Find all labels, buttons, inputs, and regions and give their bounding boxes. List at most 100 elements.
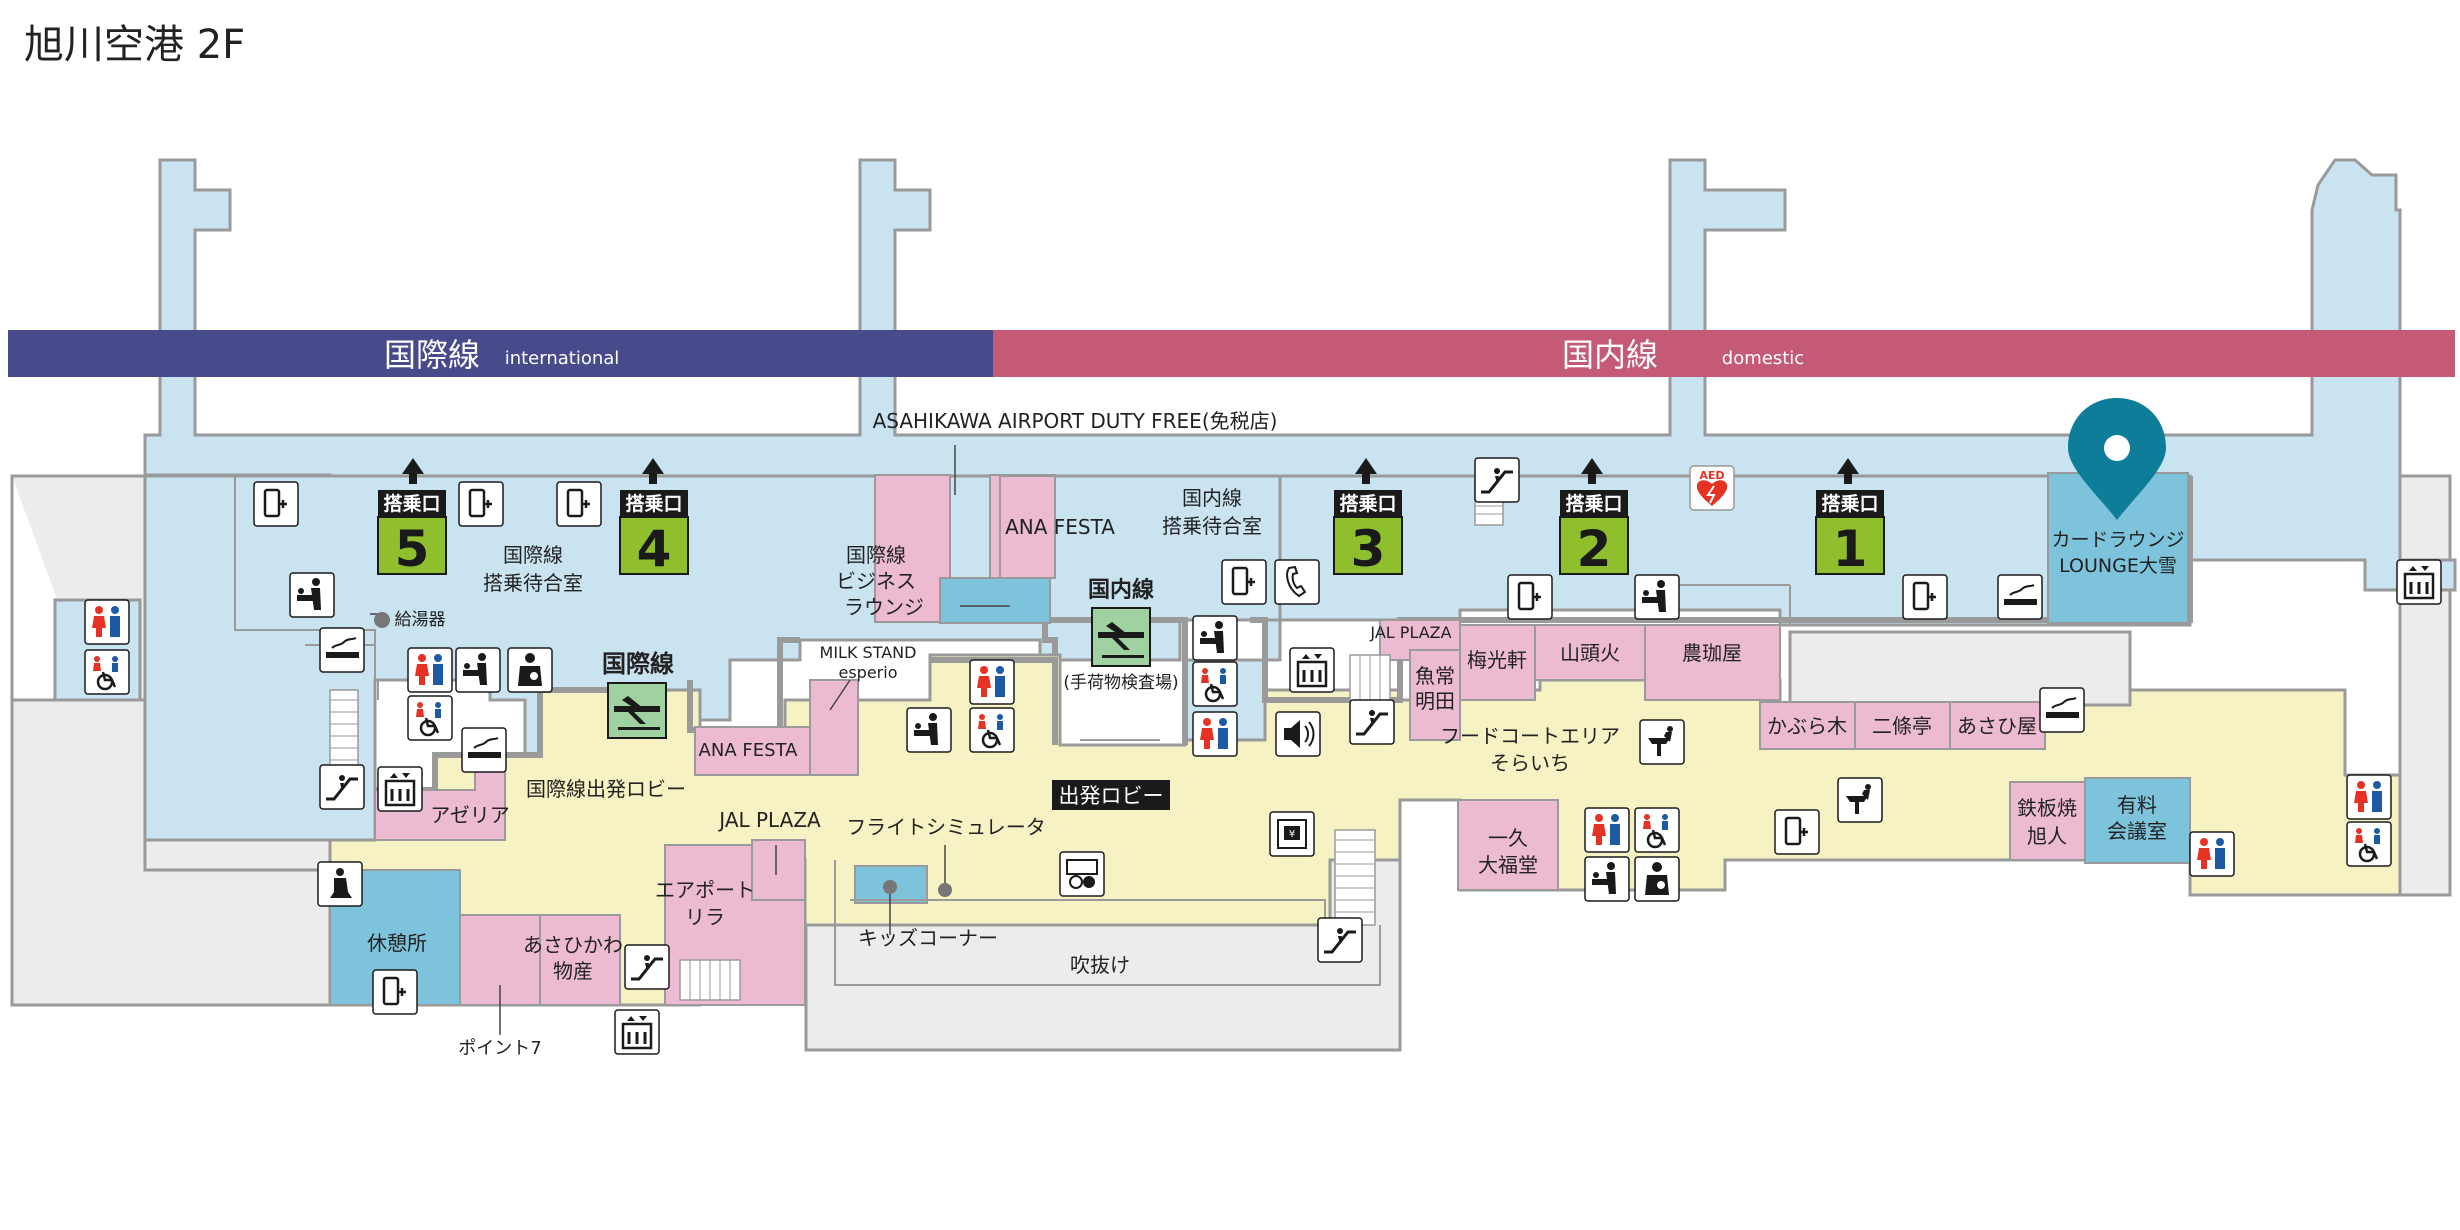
accessible-toilet-icon[interactable] bbox=[407, 695, 453, 741]
international-band: 国際線 international bbox=[8, 330, 993, 377]
label-teppan-1: 鉄板焼 bbox=[2017, 796, 2077, 820]
drinking-fountain-icon[interactable] bbox=[1639, 719, 1685, 765]
label-kaburagi: かぶら木 bbox=[1767, 714, 1847, 738]
label-business-3: ラウンジ bbox=[844, 595, 924, 619]
escalator-icon[interactable] bbox=[319, 764, 365, 810]
toilet-icon[interactable] bbox=[2189, 831, 2235, 877]
toilet-icon[interactable] bbox=[407, 647, 453, 693]
label-business-1: 国際線 bbox=[846, 543, 906, 567]
toilet-icon[interactable] bbox=[2346, 774, 2392, 820]
label-duty-free: ASAHIKAWA AIRPORT DUTY FREE(免税店) bbox=[873, 409, 1278, 433]
accessible-toilet-icon[interactable] bbox=[1192, 661, 1238, 707]
label-asahiya: あさひ屋 bbox=[1957, 714, 2037, 738]
gate-2-number: 2 bbox=[1577, 520, 1612, 578]
label-jal-plaza: JAL PLAZA bbox=[717, 808, 821, 832]
label-meeting-1: 有料 bbox=[2117, 793, 2157, 817]
aed-icon: AED bbox=[1689, 465, 1735, 511]
label-ikkyu-1: 一久 bbox=[1488, 826, 1528, 850]
label-foodcourt-2: そらいち bbox=[1490, 751, 1570, 775]
gate-1-prefix: 搭乗口 bbox=[1821, 492, 1878, 515]
label-uotsune-2: 明田 bbox=[1415, 689, 1455, 713]
label-business-2: ビジネス bbox=[836, 569, 916, 593]
label-point7: ポイント7 bbox=[458, 1038, 541, 1059]
label-kids: キッズコーナー bbox=[858, 926, 998, 950]
accessible-toilet-icon[interactable] bbox=[1634, 807, 1680, 853]
charging-icon[interactable] bbox=[372, 969, 418, 1015]
label-fukinuke: 吹抜け bbox=[1070, 953, 1130, 977]
escalator-icon[interactable] bbox=[1474, 457, 1520, 503]
label-kyukei: 休憩所 bbox=[367, 931, 427, 955]
elevator-icon[interactable] bbox=[614, 1009, 660, 1055]
label-milk-2: esperio bbox=[839, 663, 898, 682]
label-departure: 出発ロビー bbox=[1059, 784, 1164, 808]
gate-3-prefix: 搭乗口 bbox=[1339, 492, 1396, 515]
label-teppan-2: 旭人 bbox=[2027, 824, 2067, 848]
label-card-lounge-1: カードラウンジ bbox=[2051, 529, 2184, 551]
baby-care-icon[interactable] bbox=[906, 707, 952, 753]
toilet-icon[interactable] bbox=[84, 599, 130, 645]
currency-exchange-icon[interactable] bbox=[1059, 851, 1105, 897]
gate-4[interactable]: 搭乗口 4 bbox=[619, 458, 689, 578]
toilet-icon[interactable] bbox=[969, 659, 1015, 705]
smoking-icon[interactable] bbox=[1997, 574, 2043, 620]
charging-icon[interactable] bbox=[458, 481, 504, 527]
accessible-toilet-icon[interactable] bbox=[84, 649, 130, 695]
label-baggage: (手荷物検査場) bbox=[1063, 673, 1178, 693]
label-ana-festa-2: ANA FESTA bbox=[699, 740, 799, 761]
drinking-fountain-icon[interactable] bbox=[1837, 777, 1883, 823]
elevator-icon[interactable] bbox=[1289, 647, 1335, 693]
facility-icons: ¥ bbox=[84, 457, 2442, 1055]
label-dom-check: 国内線 bbox=[1088, 577, 1154, 603]
baby-care-icon[interactable] bbox=[1584, 856, 1630, 902]
elevator-icon[interactable] bbox=[377, 766, 423, 812]
label-ana-festa: ANA FESTA bbox=[1005, 515, 1115, 539]
gate-4-prefix: 搭乗口 bbox=[625, 492, 682, 515]
label-bussan-1: あさひかわ bbox=[523, 933, 623, 957]
gate-5-prefix: 搭乗口 bbox=[383, 492, 440, 515]
toilet-icon[interactable] bbox=[1192, 711, 1238, 757]
charging-icon[interactable] bbox=[556, 481, 602, 527]
gate-5[interactable]: 搭乗口 5 bbox=[377, 458, 447, 578]
departure-lobby-tag: 出発ロビー bbox=[1052, 780, 1170, 810]
label-airport-2: リラ bbox=[685, 905, 725, 929]
nursing-room-icon[interactable] bbox=[1634, 856, 1680, 902]
smoking-icon[interactable] bbox=[2039, 687, 2085, 733]
charging-icon[interactable] bbox=[253, 481, 299, 527]
atm-icon[interactable]: ¥ bbox=[1269, 811, 1315, 857]
domestic-security-icon bbox=[1091, 607, 1151, 667]
charging-icon[interactable] bbox=[1221, 559, 1267, 605]
location-pin-icon[interactable] bbox=[2068, 296, 2166, 520]
prayer-room-icon[interactable] bbox=[317, 861, 363, 907]
accessible-toilet-icon[interactable] bbox=[2346, 821, 2392, 867]
escalator-icon[interactable] bbox=[1317, 917, 1363, 963]
escalator-icon[interactable] bbox=[1349, 699, 1395, 745]
gate-1-number: 1 bbox=[1833, 520, 1868, 578]
charging-icon[interactable] bbox=[1507, 574, 1553, 620]
nursing-room-icon[interactable] bbox=[507, 647, 553, 693]
baby-care-icon[interactable] bbox=[1192, 615, 1238, 661]
charging-icon[interactable] bbox=[1902, 574, 1948, 620]
smoking-icon[interactable] bbox=[319, 627, 365, 673]
gate-3[interactable]: 搭乗口 3 bbox=[1333, 458, 1403, 578]
label-bussan-2: 物産 bbox=[553, 959, 593, 983]
label-intl-wait-1: 国際線 bbox=[503, 543, 563, 567]
baby-care-icon[interactable] bbox=[1634, 574, 1680, 620]
elevator-icon[interactable] bbox=[2396, 559, 2442, 605]
gate-2[interactable]: 搭乗口 2 bbox=[1559, 458, 1629, 578]
speaker-icon[interactable] bbox=[1275, 711, 1321, 757]
label-dom-wait-2: 搭乗待合室 bbox=[1162, 514, 1262, 538]
label-intl-departure: 国際線出発ロビー bbox=[526, 777, 686, 801]
band-international-sub: international bbox=[505, 348, 620, 369]
smoking-icon[interactable] bbox=[461, 727, 507, 773]
gate-1[interactable]: 搭乗口 1 bbox=[1815, 458, 1885, 578]
label-airport-1: エアポート bbox=[655, 878, 755, 902]
charging-icon[interactable] bbox=[1774, 809, 1820, 855]
baby-care-icon[interactable] bbox=[455, 647, 501, 693]
accessible-toilet-icon[interactable] bbox=[969, 707, 1015, 753]
aed-label: AED bbox=[1699, 469, 1724, 482]
label-foodcourt-1: フードコートエリア bbox=[1440, 724, 1620, 748]
escalator-icon[interactable] bbox=[624, 944, 670, 990]
baby-care-icon[interactable] bbox=[289, 572, 335, 618]
payphone-icon[interactable] bbox=[1274, 559, 1320, 605]
toilet-icon[interactable] bbox=[1584, 807, 1630, 853]
